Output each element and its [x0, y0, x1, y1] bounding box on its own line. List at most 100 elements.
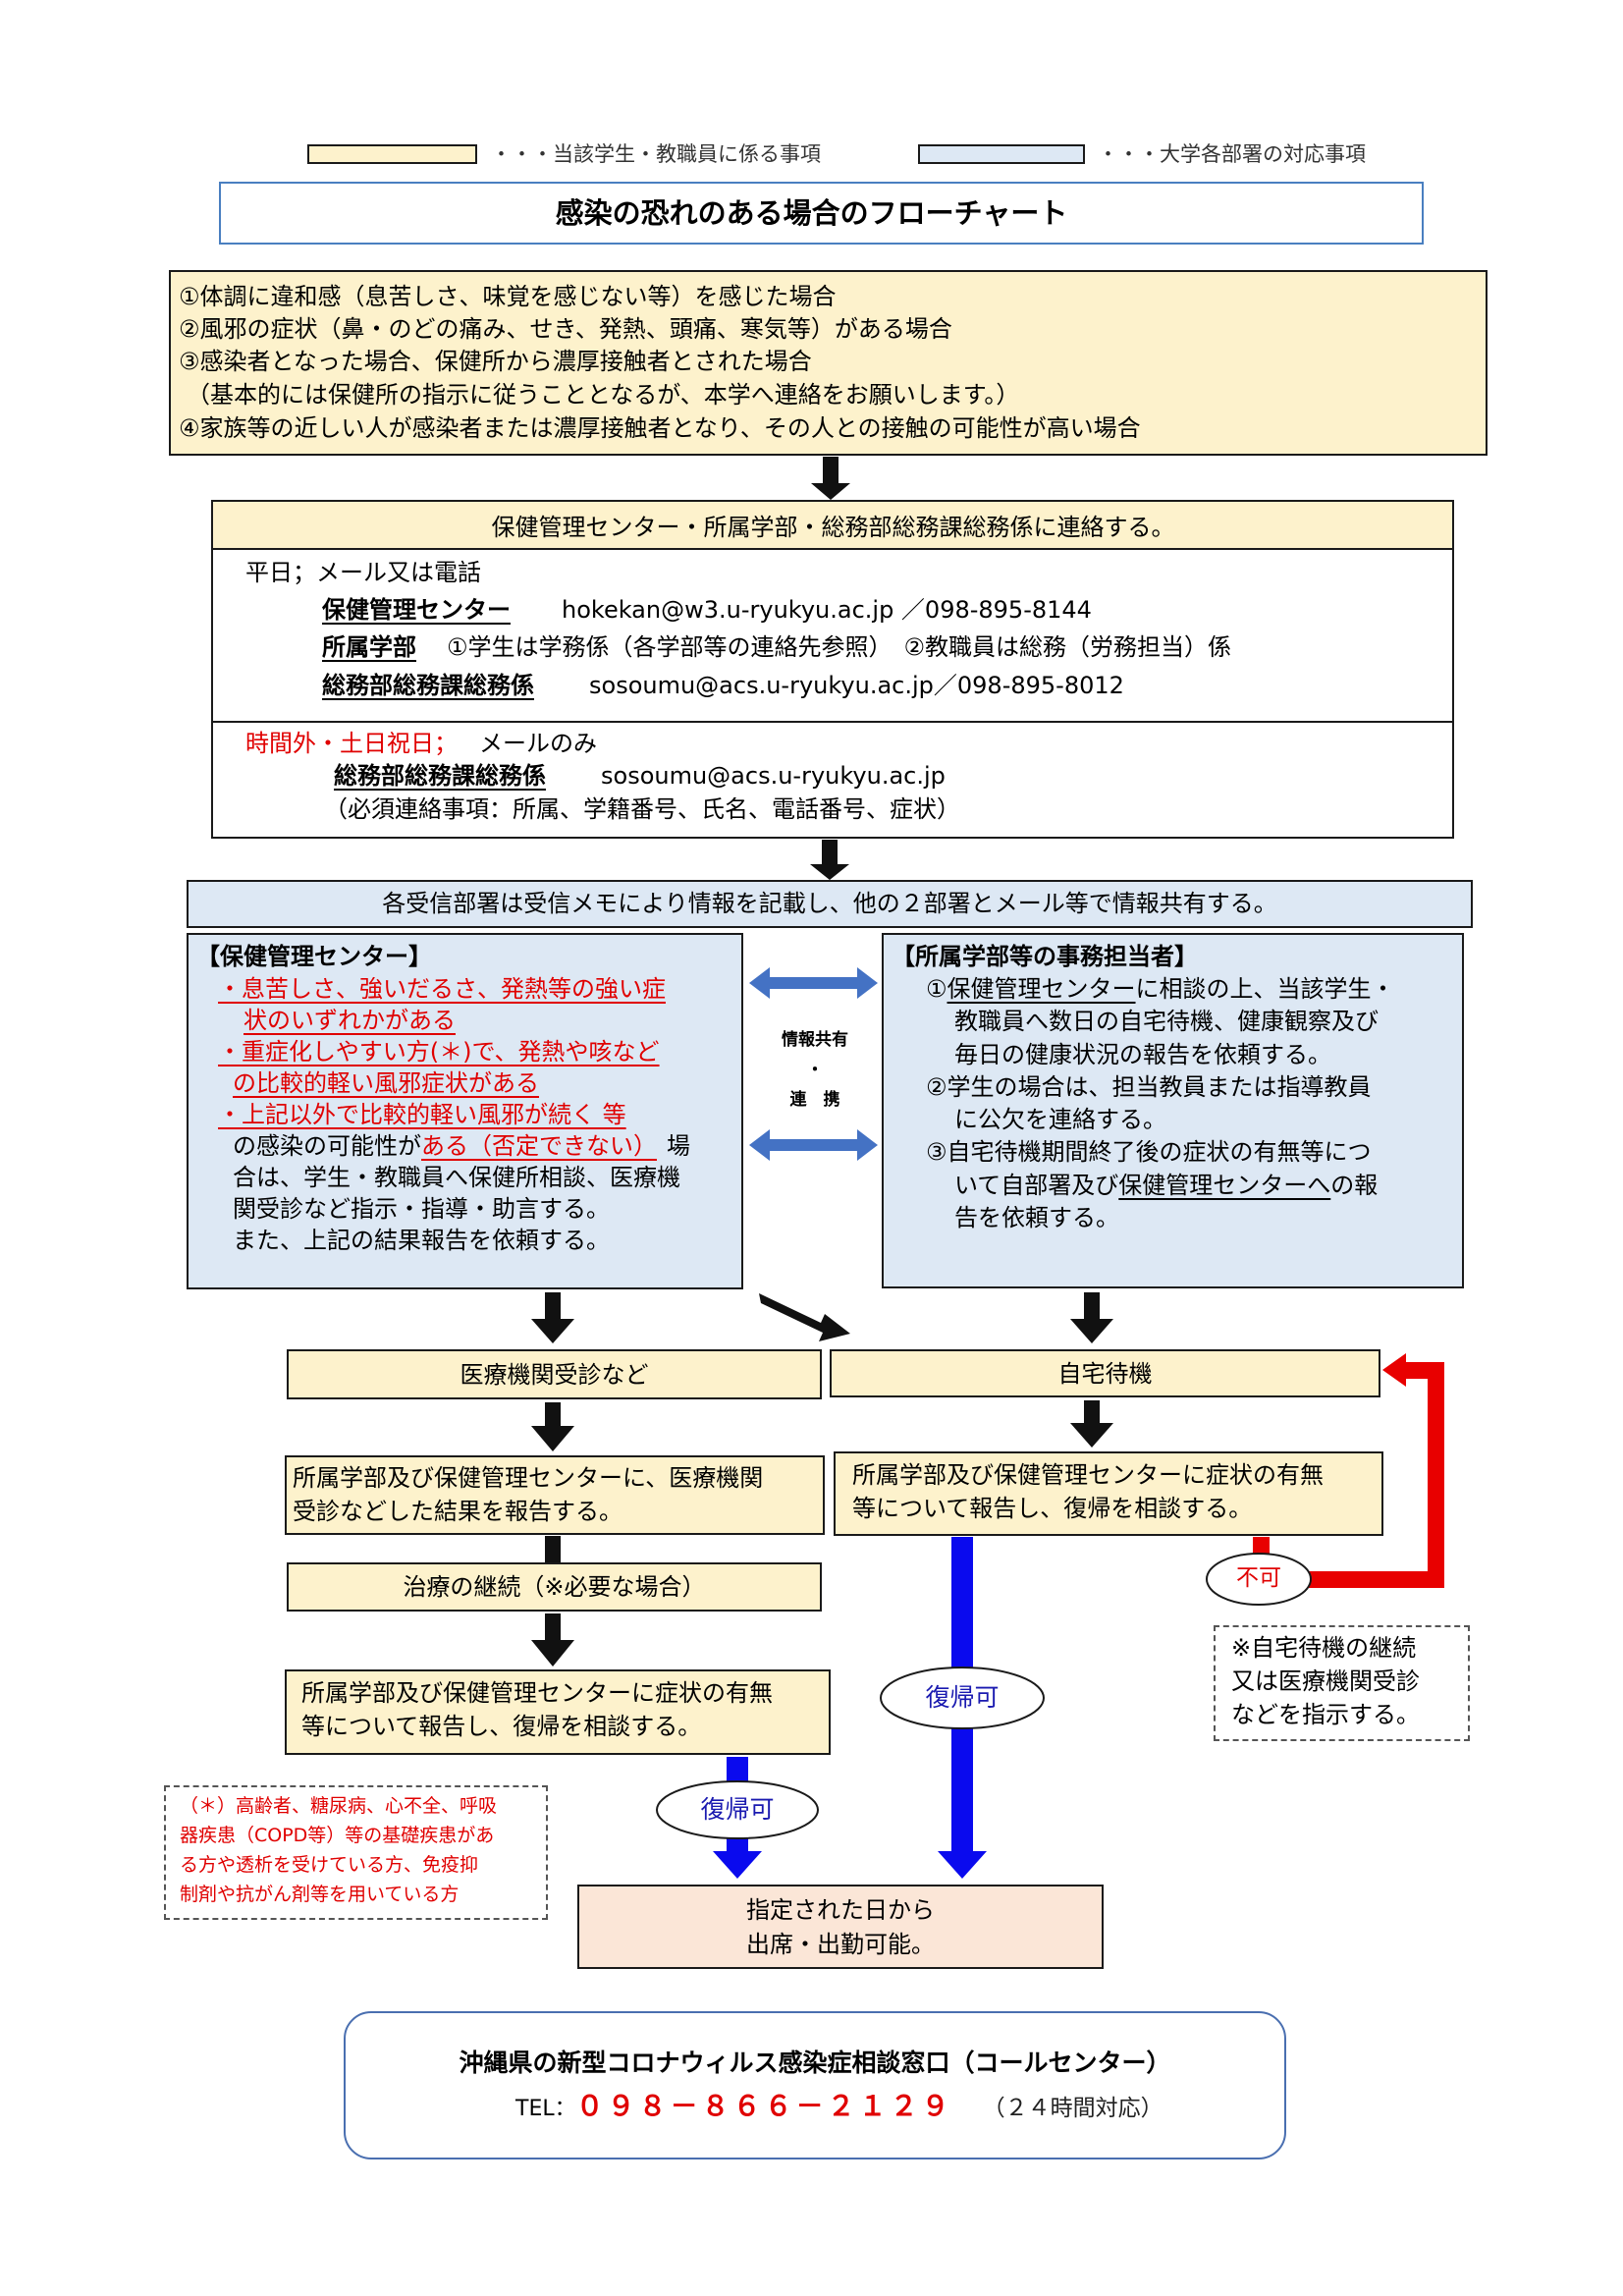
- footnote-line-4: 制剤や抗がん剤等を用いている方: [180, 1884, 460, 1905]
- offhours-label: 時間外・土日祝日；: [245, 730, 458, 757]
- treatment-box: [287, 1562, 822, 1612]
- callcenter-title: 沖縄県の新型コロナウィルス感染症相談窓口（コールセンター）: [459, 2049, 1171, 2077]
- callcenter-tel-number: ０９８－８６６－２１２９: [575, 2090, 953, 2122]
- condition-4: ④家族等の近しい人が感染者または濃厚接触者となり、その人との接触の可能性が高い場…: [179, 414, 1141, 442]
- not-ok-note-line-1: ※自宅待機の継続: [1231, 1634, 1417, 1662]
- return-ok-text-right: 復帰可: [925, 1683, 1000, 1712]
- page-title: 感染の恐れのある場合のフローチャート: [555, 196, 1068, 230]
- not-ok-note-line-2: 又は医療機関受診: [1231, 1667, 1420, 1695]
- report-after-line-1: 所属学部及び保健管理センターに症状の有無: [301, 1679, 773, 1707]
- arrow-diagonal: [759, 1293, 850, 1341]
- legend-label-department: ・・・大学各部署の対応事項: [1098, 142, 1366, 166]
- required-items: （必須連絡事項：所属、学籍番号、氏名、電話番号、症状）: [324, 795, 960, 823]
- hc-line-6: の感染の可能性がある（否定できない）場: [233, 1134, 690, 1158]
- hc-red-line-1: ・息苦しさ、強いだるさ、発熱等の強い症: [218, 975, 666, 1003]
- faculty-line-2: 教職員へ数日の自宅待機、健康観察及び: [954, 1008, 1379, 1035]
- not-ok-note-line-3: などを指示する。: [1231, 1701, 1420, 1728]
- faculty-contact: ①学生は学務係（各学部等の連絡先参照） ②教職員は総務（労務担当）係: [447, 633, 1232, 661]
- link-label-dot: ・: [806, 1061, 824, 1080]
- arrow-down-5: [531, 1402, 574, 1451]
- final-line-1: 指定された日から: [746, 1896, 935, 1924]
- faculty-line-1-post: に相談の上、当該学生・: [1135, 975, 1395, 1003]
- faculty-label: 所属学部: [322, 633, 416, 661]
- offhours-dept: 総務部総務課総務係: [334, 762, 546, 790]
- hc-red-line-5: ・上記以外で比較的軽い風邪が続く 等: [218, 1101, 626, 1128]
- report-medical-line-2: 受診などした結果を報告する。: [293, 1498, 622, 1525]
- condition-3: ③感染者となった場合、保健所から濃厚接触者とされた場合: [179, 348, 812, 375]
- general-affairs-contact: sosoumu@acs.u-ryukyu.ac.jp／098-895-8012: [589, 672, 1124, 699]
- medical-box: [287, 1349, 822, 1399]
- return-ok-text-left: 復帰可: [700, 1795, 775, 1824]
- condition-3-note: （基本的には保健所の指示に従うこととなるが、本学へ連絡をお願いします。）: [187, 381, 1020, 409]
- red-loop-head: [1382, 1353, 1406, 1387]
- share-text: 各受信部署は受信メモにより情報を記載し、他の２部署とメール等で情報共有する。: [382, 890, 1277, 917]
- faculty-line-3: 毎日の健康状況の報告を依頼する。: [954, 1041, 1331, 1068]
- faculty-line-7: いて自部署及び保健管理センターへの報: [954, 1174, 1378, 1197]
- hc-line-6-red: ある（否定できない）: [421, 1132, 657, 1160]
- return-ok-ellipse-right: [880, 1667, 1045, 1729]
- conditions-box: [169, 270, 1488, 456]
- callcenter-box: [344, 2011, 1286, 2159]
- arrow-down-3: [531, 1292, 574, 1343]
- faculty-line-7-underlined: 保健管理センターへ: [1118, 1172, 1331, 1199]
- footnote-line-2: 器疾患（COPD等）等の基礎疾患があ: [180, 1825, 495, 1846]
- contact-header-text: 保健管理センター・所属学部・総務部総務課総務係に連絡する。: [491, 514, 1175, 541]
- offhours-method: メールのみ: [479, 730, 597, 757]
- offhours-email: sosoumu@acs.u-ryukyu.ac.jp: [601, 762, 946, 790]
- contact-header: [213, 502, 1452, 550]
- faculty-line-4: ②学生の場合は、担当教員または指導教員: [926, 1073, 1372, 1101]
- medical-text: 医療機関受診など: [460, 1361, 649, 1389]
- link-label-top: 情報共有: [782, 1030, 848, 1050]
- connector-short: [545, 1536, 561, 1562]
- report-home-box: [834, 1451, 1383, 1536]
- red-loop-up: [1428, 1362, 1444, 1588]
- red-loop-top: [1402, 1362, 1444, 1379]
- treatment-text: 治療の継続（※必要な場合）: [403, 1573, 706, 1601]
- final-box: [577, 1885, 1104, 1969]
- faculty-line-1: ①保健管理センターに相談の上、当該学生・: [926, 977, 1395, 1001]
- faculty-title: 【所属学部等の事務担当者】: [892, 943, 1198, 970]
- footnote-box: [164, 1785, 548, 1920]
- legend-swatch-student: [307, 144, 477, 164]
- general-affairs-label: 総務部総務課総務係: [322, 672, 534, 699]
- share-arrow-2: [749, 1129, 878, 1161]
- home-box: [830, 1349, 1380, 1397]
- home-text: 自宅待機: [1057, 1360, 1153, 1388]
- report-home-line-1: 所属学部及び保健管理センターに症状の有無: [852, 1461, 1324, 1489]
- contact-box: [211, 500, 1454, 839]
- faculty-line-5: に公欠を連絡する。: [954, 1106, 1166, 1133]
- hc-red-line-3: ・重症化しやすい方(＊)で、発熱や咳など: [218, 1038, 660, 1066]
- arrow-down-4: [1070, 1292, 1113, 1343]
- arrow-down-6: [1070, 1400, 1113, 1448]
- callcenter-tel-row: TEL：０９８－８６６－２１２９ （２４時間対応）: [515, 2093, 1163, 2120]
- weekday-label: 平日；メール又は電話: [245, 559, 481, 586]
- return-ok-ellipse-left: [656, 1780, 819, 1839]
- hc-line-8: 関受診など指示・指導・助言する。: [233, 1195, 610, 1223]
- hc-red-line-4: の比較的軽い風邪症状がある: [233, 1069, 539, 1097]
- hc-line-7: 合は、学生・教職員へ保健所相談、医療機: [233, 1164, 680, 1191]
- callcenter-tel-label: TEL：: [515, 2097, 576, 2121]
- report-after-box: [285, 1669, 831, 1755]
- faculty-line-1-underlined: 保健管理センター: [947, 975, 1136, 1003]
- hc-line-9: また、上記の結果報告を依頼する。: [233, 1227, 610, 1254]
- health-center-title: 【保健管理センター】: [196, 943, 432, 970]
- faculty-line-8: 告を依頼する。: [954, 1204, 1119, 1231]
- share-box: [187, 880, 1473, 928]
- condition-2: ②風邪の症状（鼻・のどの痛み、せき、発熱、頭痛、寒気等）がある場合: [179, 315, 952, 343]
- report-home-line-2: 等について報告し、復帰を相談する。: [852, 1495, 1253, 1522]
- arrow-down-1: [811, 457, 850, 500]
- legend-label-student: ・・・当該学生・教職員に係る事項: [491, 142, 821, 166]
- not-ok-text: 不可: [1236, 1565, 1281, 1591]
- not-ok-ellipse: [1206, 1553, 1312, 1606]
- report-medical-box: [285, 1455, 825, 1535]
- report-after-line-2: 等について報告し、復帰を相談する。: [301, 1713, 702, 1740]
- footnote-line-1: （＊）高齢者、糖尿病、心不全、呼吸: [180, 1795, 498, 1817]
- faculty-line-7-pre: いて自部署及び: [954, 1172, 1119, 1199]
- report-medical-line-1: 所属学部及び保健管理センターに、医療機関: [293, 1464, 764, 1492]
- health-center-box: [187, 933, 743, 1289]
- callcenter-hours: （２４時間対応）: [982, 2096, 1163, 2121]
- hc-red-line-2: 状のいずれかがある: [243, 1007, 456, 1034]
- faculty-line-1-pre: ①: [926, 975, 947, 1003]
- hc-line-6-suffix: 場: [667, 1132, 690, 1160]
